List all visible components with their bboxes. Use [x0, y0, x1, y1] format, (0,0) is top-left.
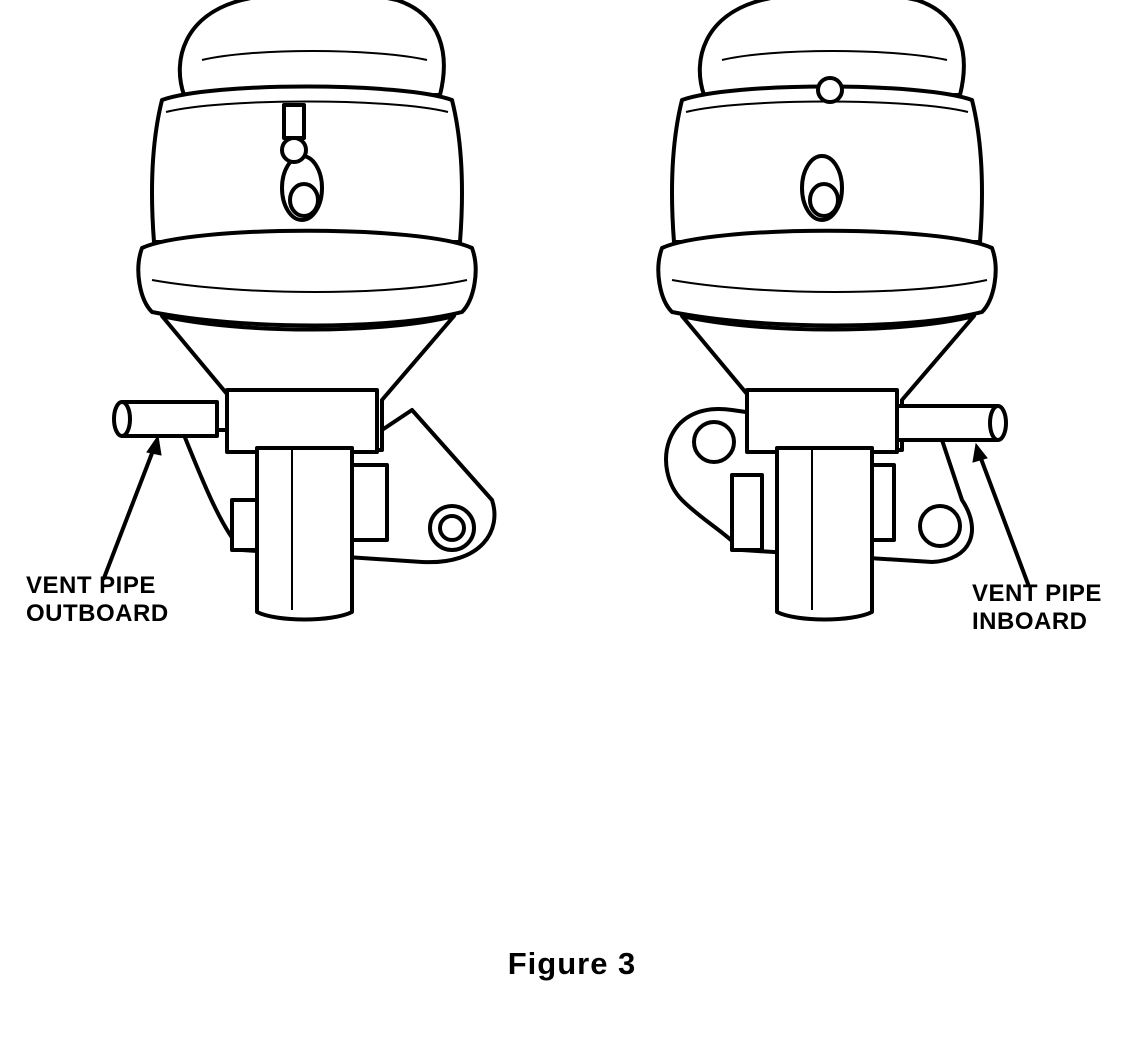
- label-vent-pipe-outboard: VENT PIPE OUTBOARD: [26, 572, 169, 628]
- label-right-line1: VENT PIPE: [972, 580, 1102, 607]
- fuel-pump-right: [656, 0, 1008, 622]
- label-right-line2: INBOARD: [972, 608, 1088, 635]
- arrow-right: [972, 442, 1030, 586]
- label-left-line2: OUTBOARD: [26, 600, 169, 627]
- fuel-pump-left: [112, 0, 497, 622]
- label-left-line1: VENT PIPE: [26, 572, 156, 599]
- figure-caption-wrap: Figure 3: [0, 946, 1136, 982]
- label-vent-pipe-inboard: VENT PIPE INBOARD: [972, 580, 1102, 636]
- figure-caption: Figure 3: [507, 946, 637, 981]
- arrow-left: [102, 434, 162, 580]
